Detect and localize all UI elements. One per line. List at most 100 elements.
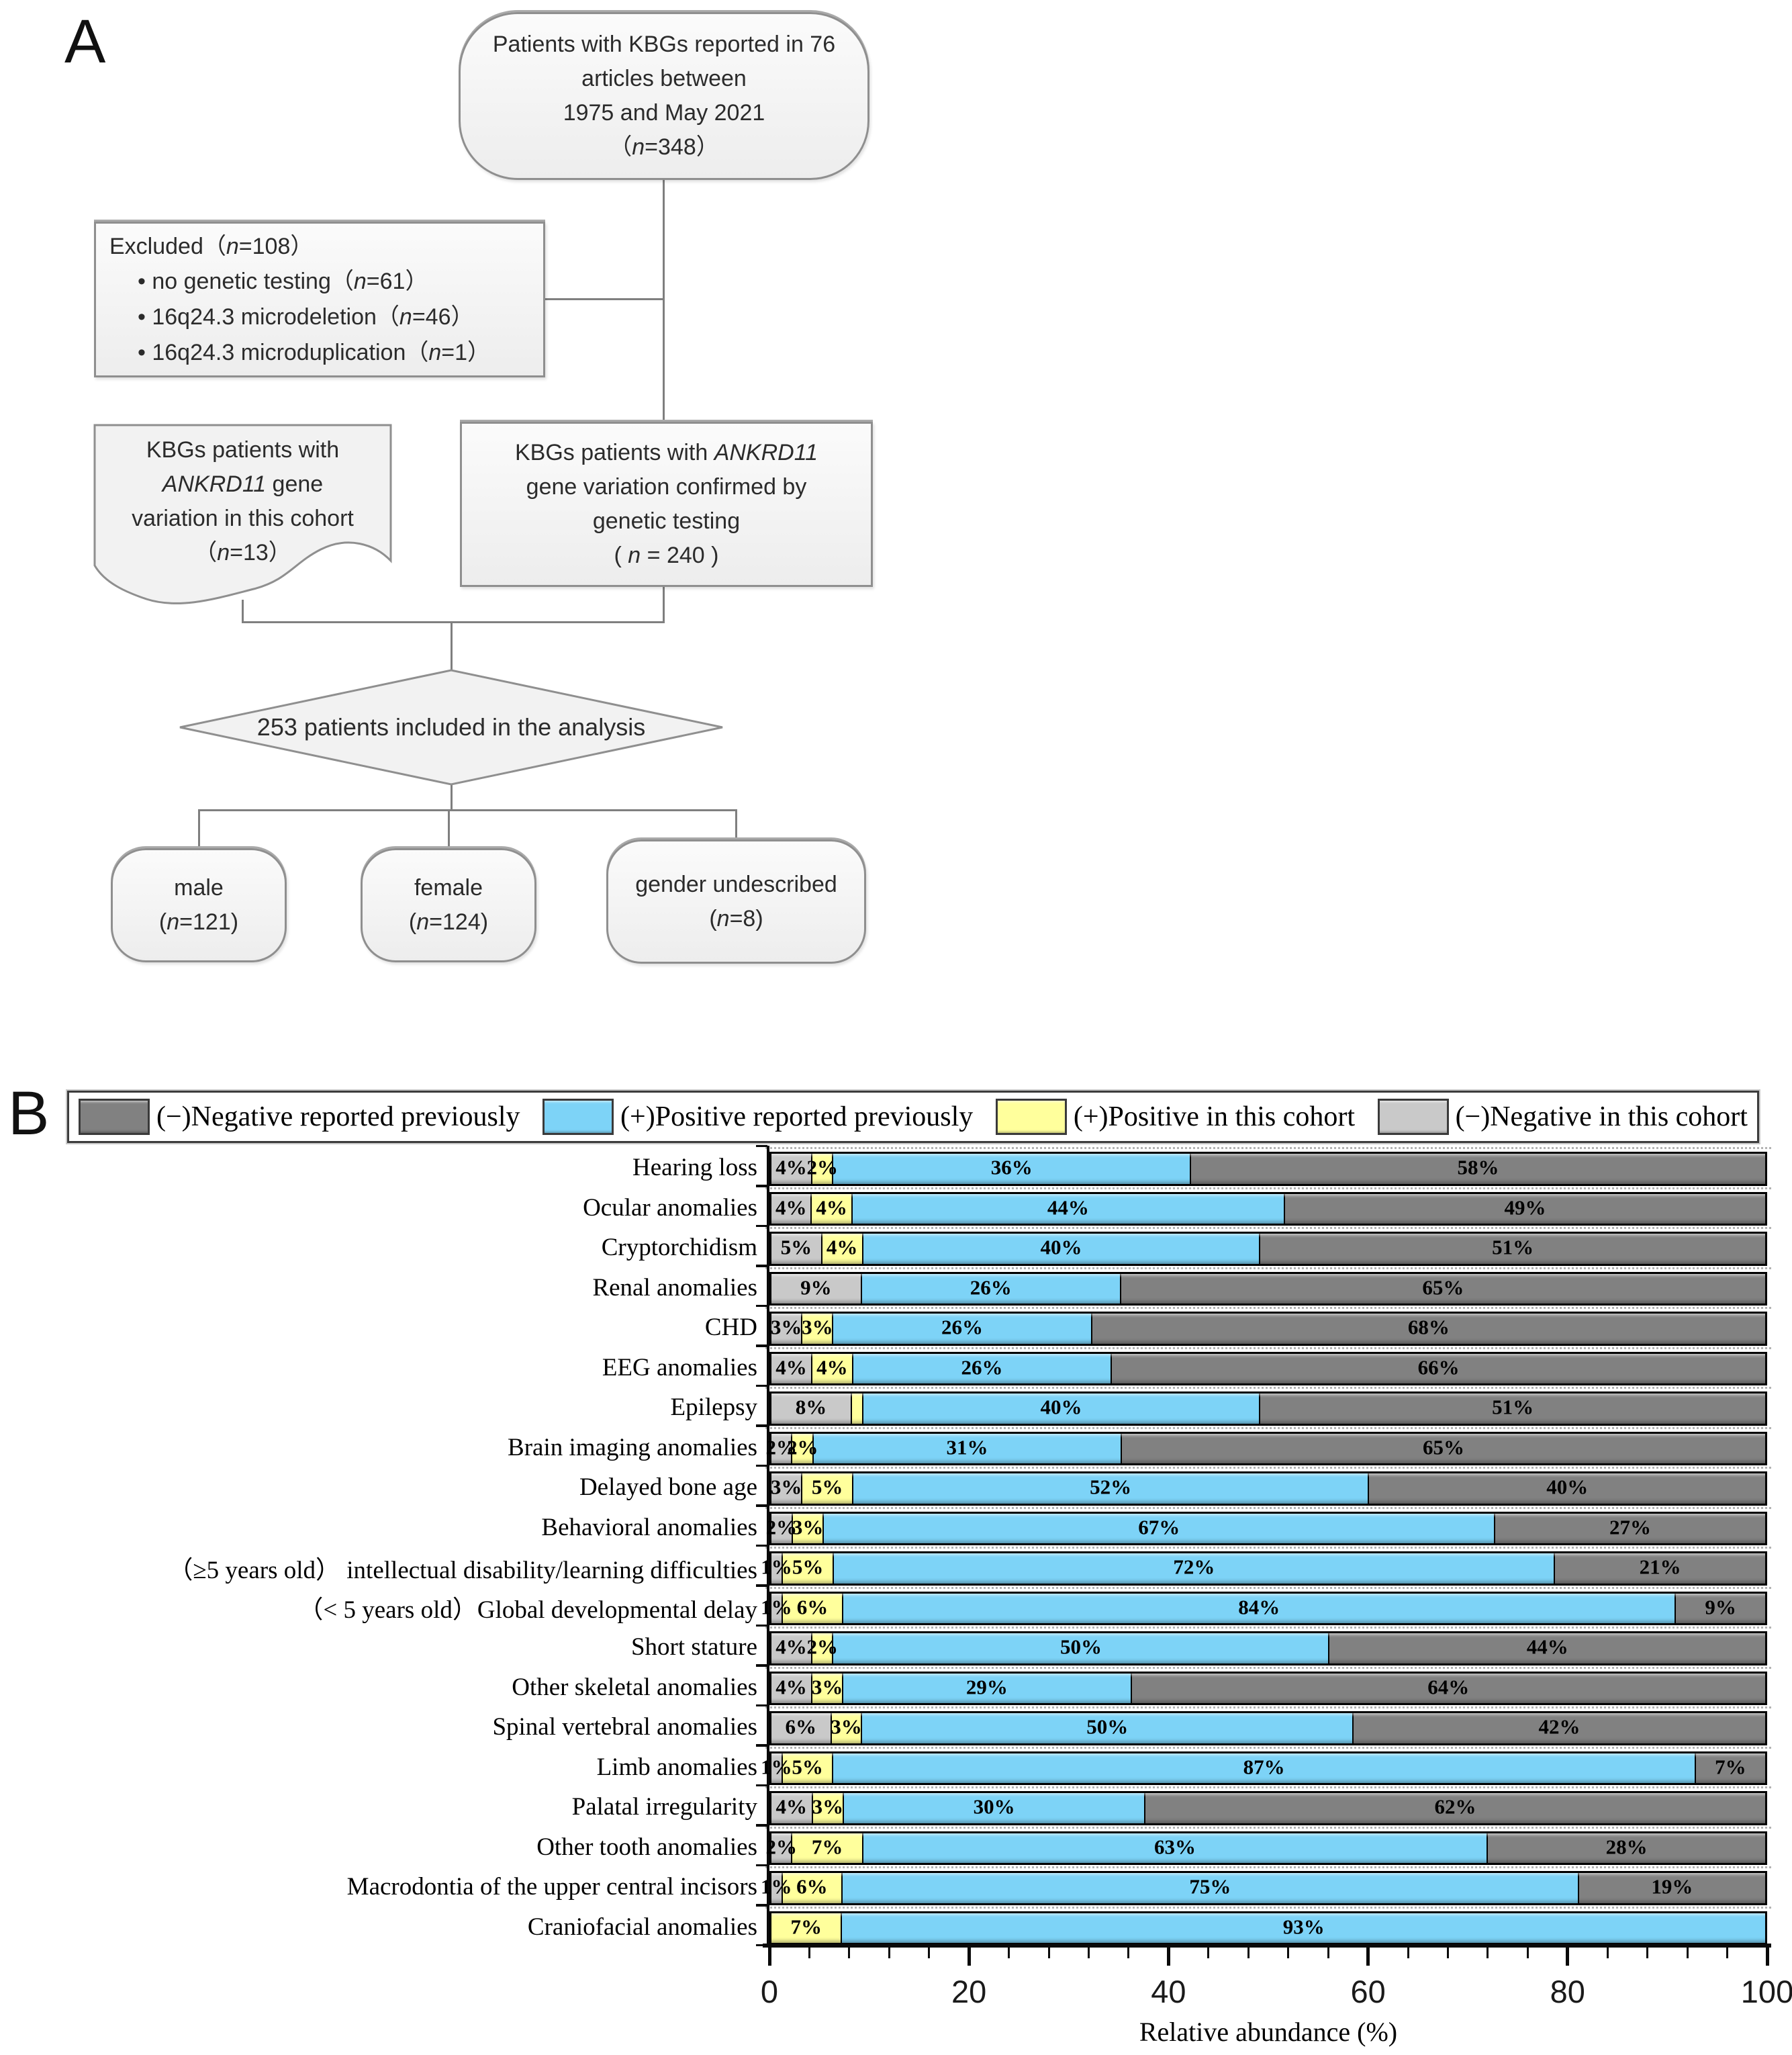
connector-male-down (198, 809, 200, 850)
connector-cohort-down (242, 600, 244, 623)
segment-value-label: 84% (1238, 1595, 1280, 1619)
bar-segment-neg_cohort: 8% (771, 1394, 851, 1424)
row-separator (765, 1706, 1771, 1708)
flow-text-line: male (174, 875, 224, 901)
category-label: （≥5 years old） intellectual disability/l… (168, 1556, 757, 1584)
flow-shape-diamond (179, 669, 723, 786)
bar-segment-pos_cohort: 3% (811, 1793, 843, 1823)
y-tick (756, 1544, 767, 1547)
bar-row: 1%5%72%21% (761, 1545, 1771, 1586)
legend-item-2: (+)Positive in this cohort (995, 1099, 1355, 1135)
y-tick (756, 1304, 767, 1307)
connector-confirmed-down (663, 586, 665, 623)
row-separator (765, 1267, 1771, 1269)
stacked-bar: 7%93% (769, 1911, 1767, 1945)
bar-row: 3%3%26%68% (765, 1306, 1771, 1346)
flow-box-excluded: Excluded（n=108） • no genetic testing（n=6… (94, 222, 545, 377)
segment-value-label: 3% (792, 1515, 824, 1539)
stacked-bar: 4%3%30%62% (769, 1791, 1767, 1825)
segment-value-label: 5% (780, 1235, 812, 1259)
stacked-bar: 5%4%40%51% (769, 1232, 1767, 1266)
legend-swatch (995, 1099, 1067, 1135)
flow-box-confirmed: KBGs patients with ANKRD11 gene variatio… (460, 422, 873, 587)
bar-row: 5%4%40%51% (765, 1226, 1771, 1266)
row-separator (765, 1826, 1771, 1829)
x-minor-tick (1287, 1948, 1290, 1958)
bar-segment-pos_cohort: 6% (781, 1873, 842, 1903)
bar-segment-pos_cohort: 5% (781, 1553, 833, 1584)
segment-value-label: 2% (765, 1515, 798, 1539)
bar-row: 4%2%50%44% (765, 1625, 1771, 1665)
y-tick (756, 1504, 767, 1507)
stacked-bar: 3%3%26%68% (769, 1312, 1767, 1346)
flow-box-male: male (n=121) (111, 848, 287, 962)
bar-segment-pos_prev: 87% (832, 1753, 1695, 1783)
flow-box-cohort: KBGs patients with ANKRD11 gene variatio… (93, 427, 393, 576)
bar-segment-pos_cohort: 2% (806, 1154, 838, 1184)
flow-text-line: 1975 and May 2021 (563, 100, 765, 126)
bar-segment-pos_cohort: 5% (801, 1473, 852, 1504)
category-label: Hearing loss (632, 1154, 757, 1182)
segment-value-label: 21% (1639, 1555, 1681, 1579)
segment-value-label: 75% (1189, 1874, 1231, 1899)
connector-female-down (448, 809, 450, 850)
x-minor-tick (1606, 1948, 1609, 1958)
stacked-bar: 4%4%44%49% (769, 1191, 1767, 1226)
x-tick-label: 20 (951, 1974, 987, 2009)
legend-label: (+)Positive reported previously (620, 1101, 974, 1132)
stacked-bar: 2%7%63%28% (765, 1831, 1767, 1865)
x-minor-tick (1008, 1948, 1010, 1958)
x-minor-tick (848, 1948, 851, 1958)
row-separator (765, 1586, 1771, 1589)
bar-segment-pos_prev: 72% (833, 1553, 1554, 1584)
stacked-bar: 1%6%84%9% (761, 1591, 1767, 1625)
flow-text-line: ANKRD11 gene (162, 471, 324, 497)
segment-value-label: 72% (1173, 1555, 1215, 1579)
x-minor-tick (808, 1948, 810, 1958)
segment-value-label: 1% (761, 1755, 792, 1779)
bar-segment-neg_cohort: 9% (771, 1273, 861, 1304)
segment-value-label: 3% (770, 1475, 802, 1499)
segment-value-label: 40% (1546, 1475, 1589, 1499)
row-separator (765, 1227, 1771, 1229)
category-label: Behavioral anomalies (541, 1513, 757, 1541)
flow-box-female: female (n=124) (361, 848, 536, 962)
connector-to-diamond (451, 621, 453, 672)
row-separator (765, 1467, 1771, 1469)
bar-row: 1%5%87%7% (761, 1745, 1771, 1785)
y-tick (756, 1265, 767, 1267)
bar-row: 2%7%63%28% (765, 1825, 1771, 1865)
segment-value-label: 26% (970, 1275, 1012, 1299)
x-axis-line (763, 1944, 1771, 1948)
bar-segment-neg_prev: 21% (1554, 1553, 1765, 1584)
segment-value-label: 3% (770, 1315, 802, 1339)
segment-value-label: 4% (775, 1635, 807, 1659)
category-label: Short stature (630, 1633, 757, 1661)
diamond-text: 253 patients included in the analysis (256, 713, 646, 741)
segment-value-label: 68% (1407, 1315, 1450, 1339)
segment-value-label: 3% (831, 1715, 862, 1739)
y-tick (756, 1344, 767, 1347)
bar-row: 1%6%75%19% (761, 1865, 1771, 1905)
bar-segment-pos_cohort: 3% (791, 1513, 824, 1543)
category-label: （< 5 years old）Global developmental dela… (298, 1596, 757, 1625)
bar-segment-pos_prev: 30% (843, 1793, 1144, 1823)
bar-segment-neg_cohort: 3% (770, 1473, 802, 1504)
segment-value-label: 67% (1138, 1515, 1180, 1539)
segment-value-label: 64% (1427, 1675, 1470, 1699)
bar-row: 4%3%30%62% (765, 1785, 1771, 1825)
row-separator (765, 1387, 1771, 1389)
flow-text-line: （n=13） (194, 540, 291, 565)
flow-text-line: (n=124) (408, 909, 489, 935)
segment-value-label: 58% (1457, 1155, 1499, 1179)
segment-value-label: 5% (811, 1475, 843, 1499)
y-tick (756, 1704, 767, 1706)
row-separator (765, 1147, 1771, 1149)
bar-segment-neg_cohort: 4% (771, 1793, 812, 1823)
stacked-bar: 1%5%72%21% (761, 1551, 1767, 1586)
y-tick (756, 1624, 767, 1627)
bar-segment-neg_cohort: 4% (771, 1154, 811, 1184)
bar-segment-pos_cohort: 7% (771, 1913, 841, 1943)
x-minor-tick (1446, 1948, 1449, 1958)
y-tick (756, 1185, 767, 1187)
